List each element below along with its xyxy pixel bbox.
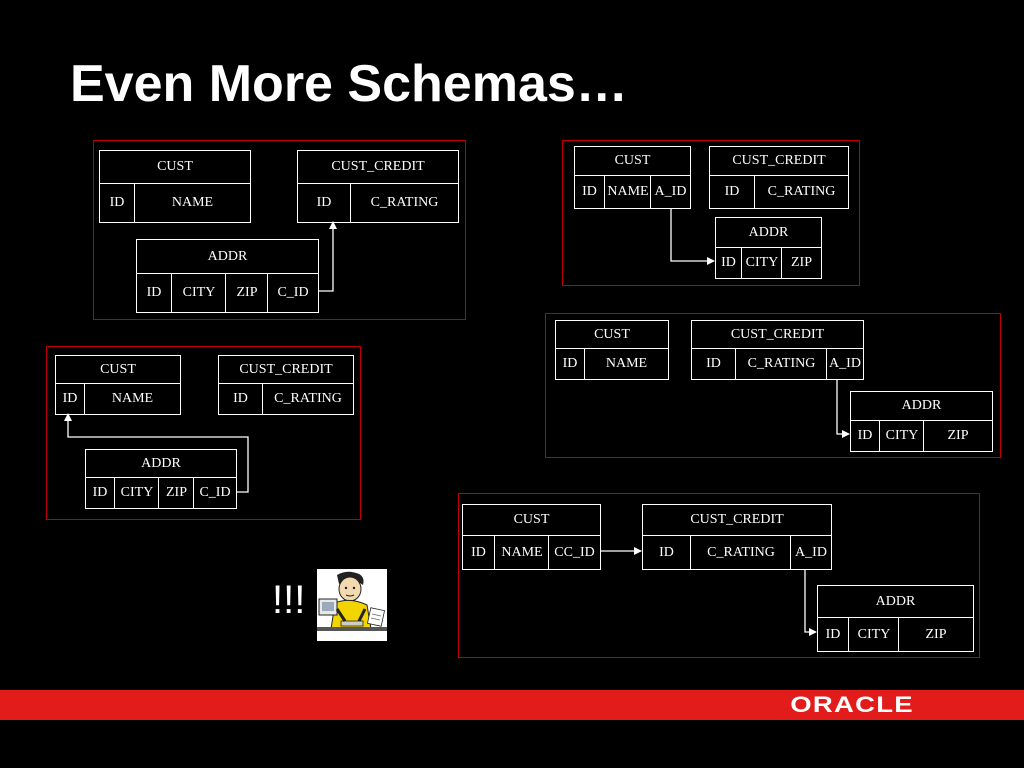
table-cust-credit: CUST_CREDIT ID C_RATING bbox=[709, 146, 849, 209]
table-header: ADDR bbox=[207, 248, 248, 264]
slide-title: Even More Schemas… bbox=[70, 55, 628, 113]
column-name: NAME bbox=[134, 184, 250, 222]
table-header: ADDR bbox=[748, 224, 789, 240]
table-cust-credit: CUST_CREDIT ID C_RATING A_ID bbox=[642, 504, 832, 570]
table-header: CUST_CREDIT bbox=[732, 153, 826, 168]
table-header: CUST_CREDIT bbox=[730, 326, 825, 342]
table-cust-credit: CUST_CREDIT ID C_RATING A_ID bbox=[691, 320, 864, 380]
table-cust-credit: CUST_CREDIT ID C_RATING bbox=[297, 150, 459, 223]
table-cust: CUST ID NAME CC_ID bbox=[462, 504, 601, 570]
column-a-id: A_ID bbox=[826, 349, 863, 379]
column-id: ID bbox=[706, 356, 721, 371]
column-id: ID bbox=[582, 184, 597, 199]
table-header: ADDR bbox=[901, 398, 942, 413]
column-city: CITY bbox=[171, 274, 226, 312]
column-name: NAME bbox=[604, 176, 651, 208]
table-cust-credit: CUST_CREDIT ID C_RATING bbox=[218, 355, 354, 415]
column-name: NAME bbox=[494, 536, 549, 569]
table-cust: CUST ID NAME bbox=[555, 320, 669, 380]
table-header: CUST_CREDIT bbox=[239, 361, 333, 377]
column-a-id: A_ID bbox=[790, 536, 831, 569]
table-header: CUST bbox=[513, 512, 550, 527]
column-zip: ZIP bbox=[923, 421, 992, 451]
schema-panel-4 bbox=[545, 313, 1001, 458]
table-addr: ADDR ID CITY ZIP bbox=[817, 585, 974, 652]
column-c-id: C_ID bbox=[267, 274, 318, 312]
column-id: ID bbox=[62, 391, 78, 406]
table-header: CUST bbox=[594, 326, 630, 342]
table-header: CUST bbox=[100, 361, 136, 377]
column-id: ID bbox=[562, 356, 578, 371]
schema-panel-3 bbox=[46, 346, 361, 520]
table-header: CUST bbox=[614, 153, 651, 168]
table-addr: ADDR ID CITY ZIP bbox=[715, 217, 822, 279]
oracle-logo: ORACLE bbox=[790, 692, 914, 717]
column-id: ID bbox=[146, 285, 162, 300]
column-id: ID bbox=[92, 485, 108, 500]
column-name: NAME bbox=[84, 384, 180, 414]
table-addr: ADDR ID CITY ZIP C_ID bbox=[136, 239, 319, 313]
person-at-computer-icon bbox=[317, 569, 387, 641]
column-id: ID bbox=[316, 195, 332, 210]
column-c-rating: C_RATING bbox=[735, 349, 827, 379]
table-header: CUST_CREDIT bbox=[331, 159, 425, 174]
column-c-rating: C_RATING bbox=[754, 176, 848, 208]
schema-panel-5 bbox=[458, 493, 980, 658]
column-id: ID bbox=[471, 544, 486, 560]
column-id: ID bbox=[233, 391, 248, 406]
table-header: ADDR bbox=[875, 593, 916, 609]
column-a-id: A_ID bbox=[650, 176, 690, 208]
column-id: ID bbox=[825, 626, 841, 642]
column-id: ID bbox=[724, 184, 740, 199]
column-city: CITY bbox=[879, 421, 924, 451]
column-city: CITY bbox=[741, 248, 782, 278]
column-c-id: C_ID bbox=[193, 478, 236, 508]
table-header: ADDR bbox=[141, 455, 181, 471]
column-id: ID bbox=[721, 255, 736, 270]
column-c-rating: C_RATING bbox=[262, 384, 353, 414]
column-name: NAME bbox=[584, 349, 668, 379]
footer-bar: ORACLE bbox=[0, 690, 1024, 720]
column-city: CITY bbox=[848, 618, 899, 651]
column-zip: ZIP bbox=[781, 248, 821, 278]
column-id: ID bbox=[659, 544, 674, 560]
table-header: CUST_CREDIT bbox=[690, 512, 784, 527]
column-cc-id: CC_ID bbox=[548, 536, 600, 569]
column-id: ID bbox=[109, 195, 125, 210]
schema-panel-2 bbox=[562, 140, 860, 286]
column-c-rating: C_RATING bbox=[690, 536, 791, 569]
column-zip: ZIP bbox=[225, 274, 268, 312]
column-city: CITY bbox=[114, 478, 159, 508]
table-cust: CUST ID NAME A_ID bbox=[574, 146, 691, 209]
table-header: CUST bbox=[157, 159, 193, 174]
exclamation-text: !!! bbox=[272, 578, 306, 622]
table-cust: CUST ID NAME bbox=[99, 150, 251, 223]
table-addr: ADDR ID CITY ZIP bbox=[850, 391, 993, 452]
column-c-rating: C_RATING bbox=[350, 184, 458, 222]
schema-panel-1 bbox=[93, 140, 466, 320]
column-zip: ZIP bbox=[158, 478, 194, 508]
column-id: ID bbox=[857, 428, 873, 443]
table-cust: CUST ID NAME bbox=[55, 355, 181, 415]
table-addr: ADDR ID CITY ZIP C_ID bbox=[85, 449, 237, 509]
column-zip: ZIP bbox=[898, 618, 973, 651]
